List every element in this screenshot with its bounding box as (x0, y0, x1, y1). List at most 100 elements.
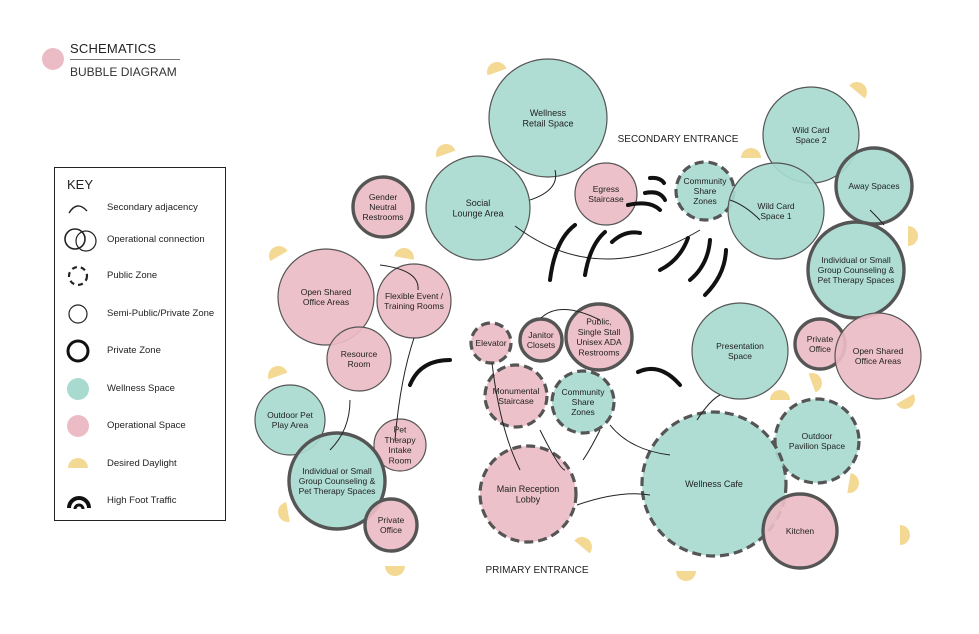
bubble-wellness-retail (488, 58, 608, 178)
bubble-label-counseling-left: Individual or Small (302, 466, 372, 476)
legend-label-private-zone: Private Zone (107, 345, 161, 356)
public-zone-icon (67, 265, 89, 287)
legend-title: KEY (67, 177, 94, 192)
bubble-label-resource-room: Resource (341, 349, 378, 359)
legend-label-operational-connection: Operational connection (107, 234, 205, 245)
bubble-label-janitor: Janitor (528, 330, 554, 340)
bubble-label-egress-stair: Staircase (588, 194, 624, 204)
high-foot-traffic-arc (548, 223, 577, 282)
bubble-label-wild-card-1: Wild Card (757, 201, 795, 211)
adjacency-connector (379, 264, 419, 291)
operational-connection-icon-overlap (75, 230, 97, 252)
bubble-label-wellness-cafe: Wellness Cafe (685, 479, 743, 489)
daylight-marker (900, 525, 910, 545)
legend-label-high-foot-traffic: High Foot Traffic (107, 495, 177, 506)
adjacency-connector (869, 209, 885, 226)
bubble-label-community-share-top: Community (684, 176, 728, 186)
adjacency-connector (529, 169, 557, 201)
bubble-label-private-office-left: Office (380, 525, 402, 535)
bubble-label-open-office-left: Open Shared (301, 287, 352, 297)
bubble-resource-room (326, 326, 392, 392)
legend-box: KEY Secondary adjacency Operational conn… (54, 167, 226, 521)
high-foot-traffic-arc (583, 230, 607, 277)
page-subtitle: BUBBLE DIAGRAM (70, 65, 177, 79)
bubble-label-egress-stair: Egress (593, 184, 619, 194)
adjacency-connector (729, 199, 761, 221)
daylight-marker (676, 571, 696, 581)
adjacency-connector (609, 424, 671, 456)
secondary-entrance-label: SECONDARY ENTRANCE (618, 134, 739, 145)
bubble-gender-neutral (351, 175, 415, 239)
bubble-wellness-cafe (640, 410, 788, 558)
header-divider (70, 59, 180, 60)
high-foot-traffic-arc (636, 367, 682, 387)
bubble-label-resource-room: Room (348, 359, 371, 369)
bubble-label-counseling-right: Individual or Small (821, 255, 891, 265)
bubble-label-gender-neutral: Neutral (369, 202, 397, 212)
bubble-public-restrooms (564, 302, 634, 372)
bubble-open-office-left (277, 248, 375, 346)
bubble-label-counseling-left: Pet Therapy Spaces (299, 486, 376, 496)
bubble-wild-card-1 (727, 162, 825, 260)
legend-label-desired-daylight: Desired Daylight (107, 458, 177, 469)
legend-label-wellness-space: Wellness Space (107, 383, 175, 394)
bubble-private-office-left (363, 497, 419, 553)
page-title: SCHEMATICS (70, 41, 157, 56)
bubble-open-office-right (834, 312, 922, 400)
bubble-label-gender-neutral: Gender (369, 192, 398, 202)
private-zone-icon (66, 339, 90, 363)
bubble-label-main-reception: Lobby (516, 495, 541, 505)
bubble-label-private-office-left: Private (378, 515, 405, 525)
adjacency-connector (539, 429, 566, 471)
high-foot-traffic-arc (626, 201, 662, 212)
adjacency-connector (394, 337, 415, 441)
bubble-label-counseling-right: Group Counseling & (818, 265, 895, 275)
operational-space-swatch (67, 415, 89, 437)
legend-symbols (64, 205, 97, 510)
bubble-label-kitchen: Kitchen (786, 526, 815, 536)
bubble-label-community-share-mid: Zones (571, 407, 595, 417)
bubble-label-elevator: Elevator (475, 338, 506, 348)
bubble-label-wild-card-2: Space 2 (795, 135, 826, 145)
bubble-label-counseling-right: Pet Therapy Spaces (818, 275, 895, 285)
daylight-layer (268, 62, 918, 581)
bubble-label-pet-therapy-intake: Pet (394, 425, 407, 435)
bubble-label-flexible-event: Flexible Event / (385, 291, 444, 301)
legend-label-secondary-adjacency: Secondary adjacency (107, 202, 198, 213)
bubble-outdoor-pet (254, 384, 326, 456)
high-foot-traffic-icon-inner (73, 503, 85, 510)
bubble-label-outdoor-pavilion: Pavilion Space (789, 441, 846, 451)
high-foot-traffic-arc (688, 238, 712, 282)
daylight-marker (741, 148, 761, 158)
bubble-label-outdoor-pet: Outdoor Pet (267, 410, 313, 420)
daylight-marker (908, 226, 918, 246)
bubble-label-community-share-top: Share (694, 186, 717, 196)
bubble-label-wild-card-1: Space 1 (760, 211, 791, 221)
primary-entrance-label: PRIMARY ENTRANCE (486, 565, 589, 576)
legend-label-operational-space: Operational Space (107, 420, 186, 431)
bubble-presentation (691, 302, 789, 400)
adjacency-connector (576, 493, 651, 506)
high-foot-traffic-arc (658, 236, 690, 272)
bubble-label-open-office-right: Open Shared (853, 346, 904, 356)
bubble-label-community-share-mid: Community (562, 387, 606, 397)
bubble-counseling-left (287, 431, 387, 531)
bubble-label-away-spaces: Away Spaces (848, 181, 899, 191)
traffic-layer (408, 175, 728, 387)
bubble-label-counseling-left: Group Counseling & (299, 476, 376, 486)
bubble-label-public-restrooms: Restrooms (578, 347, 619, 357)
bubble-label-public-restrooms: Public, (586, 317, 612, 327)
adjacency-connector (540, 309, 601, 321)
bubble-outdoor-pavilion (773, 397, 861, 485)
adjacency-connector (491, 362, 521, 471)
bubble-community-share-mid (550, 369, 616, 435)
bubble-label-outdoor-pet: Play Area (272, 420, 309, 430)
secondary-adjacency-icon (68, 205, 88, 214)
bubble-label-flexible-event: Training Rooms (384, 301, 444, 311)
bubble-janitor (518, 317, 564, 363)
bubble-label-wild-card-2: Wild Card (792, 125, 830, 135)
daylight-marker (574, 537, 592, 554)
bubble-social-lounge (425, 155, 531, 261)
high-foot-traffic-arc (643, 190, 667, 202)
